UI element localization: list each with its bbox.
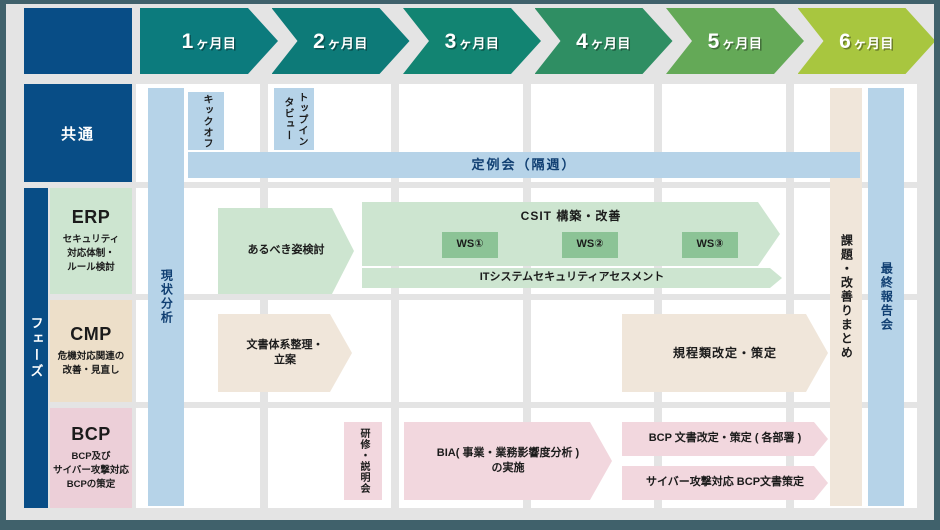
task-label: 規程類改定・策定 <box>672 345 777 360</box>
task-ideal-state-review[interactable]: あるべき姿検討 <box>218 208 354 294</box>
month-arrow-3: 3 ヶ月目 <box>403 8 541 74</box>
month-unit: ヶ月目 <box>195 35 237 51</box>
month-number: 2 <box>313 29 326 53</box>
month-number: 3 <box>444 29 457 53</box>
grid-cell <box>399 300 523 402</box>
month-arrow-2: 2 ヶ月目 <box>272 8 410 74</box>
task-bia[interactable]: BIA( 事業・業務影響度分析 )の実施 <box>404 422 612 500</box>
phase-title: ERP <box>71 207 111 228</box>
task-label: 研修・説明会 <box>358 428 369 494</box>
month-number: 1 <box>181 29 194 53</box>
task-kickoff[interactable]: キックオフ <box>188 92 224 150</box>
month-unit: ヶ月目 <box>458 35 500 51</box>
phase-title: CMP <box>70 324 112 345</box>
phase-subtitle: セキュリティ対応体制・ルール検討 <box>62 234 120 273</box>
month-number: 5 <box>707 29 720 53</box>
task-label: あるべき姿検討 <box>247 244 325 257</box>
task-label: 定例会（隔週） <box>471 156 577 172</box>
task-workshop-1[interactable]: WS① <box>442 232 498 258</box>
month-number: 6 <box>839 29 852 53</box>
spanning-column-current-analysis[interactable]: 現状分析 <box>148 88 184 506</box>
sidebar-common-label: 共通 <box>24 84 132 182</box>
month-unit: ヶ月目 <box>327 35 368 51</box>
spanning-column-label: 現状分析 <box>159 269 174 325</box>
month-arrow-6: 6 ヶ月目 <box>798 8 936 74</box>
task-regular-meeting[interactable]: 定例会（隔週） <box>188 152 860 178</box>
spanning-column-issue-summary[interactable]: 課題・改善りまとめ <box>830 88 862 506</box>
task-label: WS③ <box>696 238 724 251</box>
task-top-interview[interactable]: トップインタビュー <box>274 88 314 150</box>
task-regulation-revision[interactable]: 規程類改定・策定 <box>622 314 828 392</box>
spanning-column-label: 最終報告会 <box>879 262 894 332</box>
spanning-column-label: 課題・改善りまとめ <box>839 234 854 360</box>
task-label: BCP 文書改定・策定 ( 各部署 ) <box>648 432 802 445</box>
task-training-briefing[interactable]: 研修・説明会 <box>344 422 382 500</box>
month-arrow-1: 1 ヶ月目 <box>140 8 278 74</box>
sidebar-phase-spine: フェーズ <box>24 188 48 508</box>
task-label: CSIT 構築・改善 <box>520 209 622 223</box>
sidebar-phase-cmp: CMP 危機対応関連の改善・見直し <box>50 300 132 402</box>
task-document-structure-plan[interactable]: 文書体系整理・立案 <box>218 314 352 392</box>
sidebar-phase-erp: ERP セキュリティ対応体制・ルール検討 <box>50 188 132 294</box>
task-label: WS② <box>576 238 604 251</box>
phase-subtitle: 危機対応関連の改善・見直し <box>57 351 125 376</box>
diagram-stage: 1 ヶ月目 2 ヶ月目 3 ヶ月目 4 ヶ月目 5 ヶ月目 <box>6 4 934 520</box>
task-label: 文書体系整理・立案 <box>246 338 324 366</box>
month-number: 4 <box>576 29 589 53</box>
task-label: サイバー攻撃対応 BCP文書策定 <box>645 476 805 489</box>
header-corner-block <box>24 8 132 74</box>
task-it-security-assessment[interactable]: ITシステムセキュリティアセスメント <box>362 268 782 288</box>
month-arrow-4: 4 ヶ月目 <box>535 8 673 74</box>
task-label: トップインタビュー <box>282 91 307 147</box>
task-label: ITシステムセキュリティアセスメント <box>479 271 665 284</box>
month-unit: ヶ月目 <box>590 35 631 51</box>
task-label: キックオフ <box>201 93 212 149</box>
month-unit: ヶ月目 <box>721 35 763 51</box>
task-bcp-document-revision[interactable]: BCP 文書改定・策定 ( 各部署 ) <box>622 422 828 456</box>
phase-title: BCP <box>71 424 111 445</box>
month-arrow-5: 5 ヶ月目 <box>666 8 804 74</box>
task-label: BIA( 事業・業務影響度分析 )の実施 <box>436 446 580 474</box>
task-workshop-2[interactable]: WS② <box>562 232 618 258</box>
month-unit: ヶ月目 <box>853 35 894 51</box>
task-label: WS① <box>456 238 484 251</box>
spanning-column-final-report[interactable]: 最終報告会 <box>868 88 904 506</box>
task-cyber-bcp-document[interactable]: サイバー攻撃対応 BCP文書策定 <box>622 466 828 500</box>
task-workshop-3[interactable]: WS③ <box>682 232 738 258</box>
